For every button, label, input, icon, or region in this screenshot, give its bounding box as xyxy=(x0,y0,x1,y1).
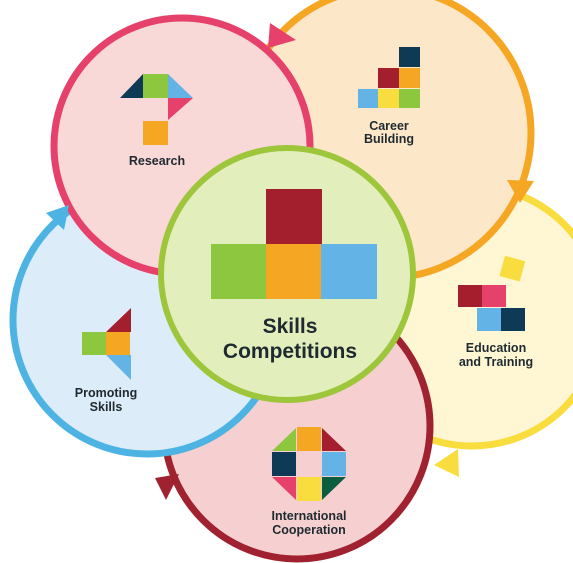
center-title-line2: Competitions xyxy=(223,340,357,363)
international-label-line2: Cooperation xyxy=(272,523,346,537)
megaphone-blocks-icon xyxy=(82,308,131,380)
international-label-line1: International xyxy=(271,509,346,523)
arrow-to-education-icon xyxy=(507,180,534,203)
research-label: Research xyxy=(129,154,185,168)
research-blocks-icon xyxy=(120,74,193,145)
promoting-label-line1: Promoting xyxy=(75,386,138,400)
promoting-label-line2: Skills xyxy=(90,400,123,414)
education-label-line1: Education xyxy=(466,341,526,355)
arrow-to-international-icon xyxy=(434,449,459,477)
octagon-blocks-icon xyxy=(272,427,346,501)
arrow-to-promoting-icon xyxy=(155,474,179,500)
career-label-line2: Building xyxy=(364,132,414,146)
podium-blocks-icon xyxy=(211,189,377,299)
tilted-blocks-icon xyxy=(458,255,526,331)
center-node: Skills Competitions xyxy=(158,145,416,403)
arrow-to-research-icon xyxy=(46,205,69,230)
career-label-line1: Career xyxy=(369,119,409,133)
center-title-line1: Skills xyxy=(263,315,318,338)
staircase-blocks-icon xyxy=(358,47,420,108)
arrow-to-career-icon xyxy=(268,23,296,48)
education-label-line2: and Training xyxy=(459,355,533,369)
